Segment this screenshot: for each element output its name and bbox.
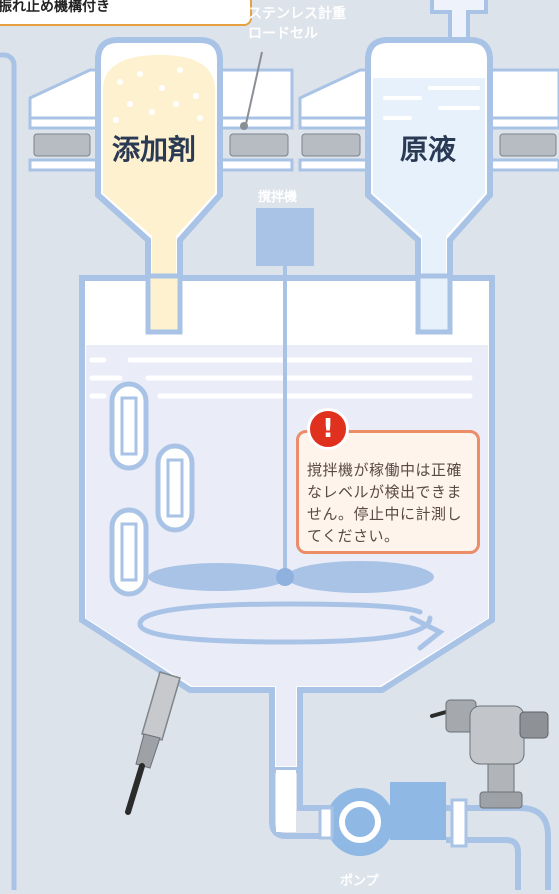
outlet-pipe [269,766,330,839]
pump-label: ポンプ [340,874,379,889]
impeller [148,561,434,593]
discharge-pipe [446,798,551,890]
loadcell-label-line2: ロードセル [248,26,318,42]
exclamation-icon: ! [307,408,349,450]
callout-box: 振れ止め機構付き [0,0,252,26]
level-sensor-probe [125,671,181,815]
mixer-label: 撹拌機 [258,190,298,205]
additive-label: 添加剤 [112,133,197,166]
pressure-transmitter [430,699,549,809]
pump [318,782,446,856]
callout-text: 振れ止め機構付き [0,0,110,15]
loadcell-pointer [245,51,263,125]
additive-hopper [95,37,223,333]
warning-box: 撹拌機が稼働中は正確なレベルが検出できません。停止中に計測してください。 [296,430,480,554]
additive-feed-pipe [145,273,183,335]
loadcell-label: ステンレス計重 ロードセル [248,4,346,44]
mixer-motor [256,208,314,266]
stock-hopper [365,37,493,333]
stock-label: 原液 [400,133,457,166]
loadcell-label-line1: ステンレス計重 [248,6,346,22]
loadcell-pointer-dot [240,122,248,130]
swirl-arrow [137,601,445,651]
load-cells [33,133,557,157]
left-pipe [0,52,17,894]
warning-text: 撹拌機が稼働中は正確なレベルが検出できません。停止中に計測してください。 [307,461,463,545]
stock-feed-pipe [415,273,453,335]
